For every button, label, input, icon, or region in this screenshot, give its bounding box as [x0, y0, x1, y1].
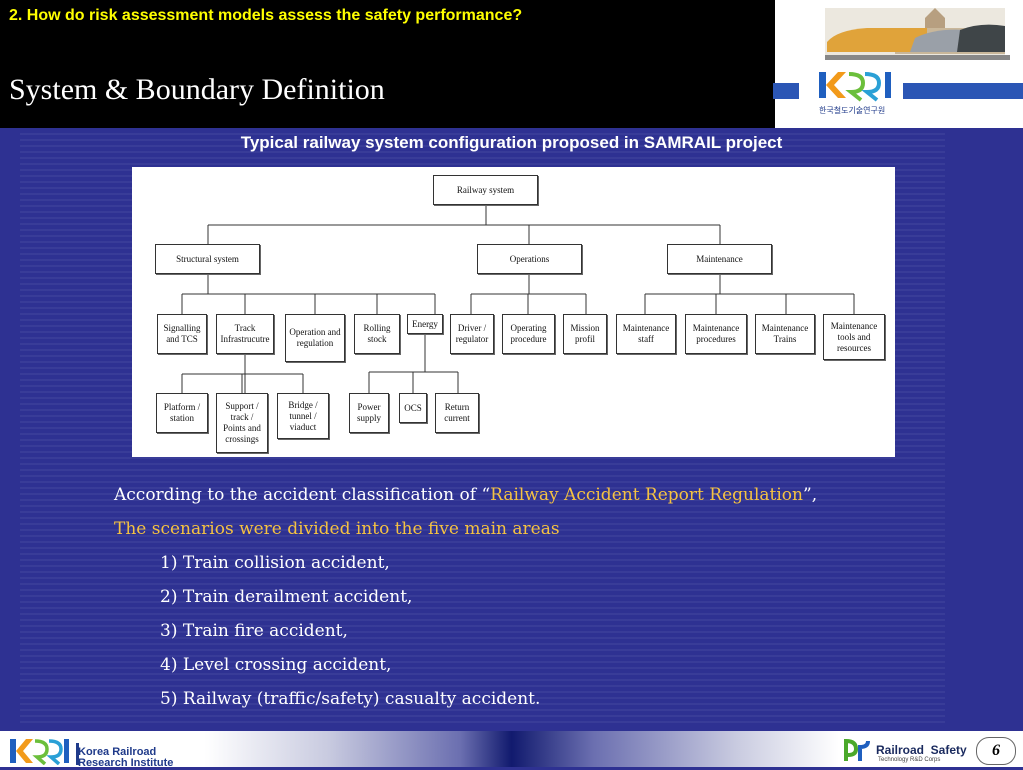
list-item: 4) Level crossing accident,: [160, 655, 392, 675]
regulation-name: Railway Accident Report Regulation: [490, 485, 803, 505]
node-platform-station: Platform / station: [156, 393, 208, 433]
node-return-current: Return current: [435, 393, 479, 433]
krri-korean-name: 한국철도기술연구원: [819, 106, 886, 115]
railroad-safety-logo-icon: [842, 737, 872, 768]
list-item: 1) Train collision accident,: [160, 553, 390, 573]
list-item: 5) Railway (traffic/safety) casualty acc…: [160, 689, 541, 709]
intro-prefix: According to the accident classification…: [114, 485, 491, 505]
node-maintenance: Maintenance: [667, 244, 772, 274]
header-bar: 2. How do risk assessment models assess …: [0, 0, 775, 128]
brand-subtitle: Technology R&D Corps: [878, 757, 941, 763]
train-illustration-icon: [825, 8, 1010, 60]
node-operation-regulation: Operation and regulation: [285, 314, 345, 362]
slide-title: System & Boundary Definition: [9, 73, 385, 106]
diagram-connectors: [181, 205, 855, 393]
railway-system-diagram: Railway system Structural system Operati…: [132, 167, 895, 457]
intro-line: According to the accident classification…: [114, 478, 817, 512]
node-signalling-tcs: Signalling and TCS: [157, 314, 207, 354]
footer-bar: Korea Railroad Research Institute Railro…: [0, 731, 1023, 767]
node-ocs: OCS: [399, 393, 427, 423]
header-accent-strip-right: [903, 83, 1023, 99]
list-item: 2) Train derailment accident,: [160, 587, 413, 607]
node-operations: Operations: [477, 244, 582, 274]
scenarios-line: The scenarios were divided into the five…: [114, 519, 560, 539]
krri-header-logo: 한국철도기술연구원: [775, 0, 1023, 128]
node-bridge-tunnel: Bridge / tunnel / viaduct: [277, 393, 329, 439]
section-question: 2. How do risk assessment models assess …: [9, 7, 523, 24]
slide-body-text: According to the accident classification…: [114, 478, 817, 716]
org-name: Korea Railroad Research Institute: [78, 747, 173, 767]
header-accent-strip: [773, 83, 799, 99]
node-driver-regulator: Driver / regulator: [450, 314, 494, 354]
node-maintenance-procedures: Maintenance procedures: [685, 314, 747, 354]
node-rolling-stock: Rolling stock: [354, 314, 400, 354]
brand-title: Railroad Safety: [876, 743, 967, 757]
node-structural-system: Structural system: [155, 244, 260, 274]
krri-logo-mark: [815, 68, 895, 107]
org-name-line1: Korea Railroad: [78, 747, 157, 758]
node-operating-procedure: Operating procedure: [502, 314, 555, 354]
node-energy: Energy: [407, 314, 443, 334]
org-name-line2: Research Institute: [78, 757, 174, 768]
node-maintenance-staff: Maintenance staff: [616, 314, 676, 354]
footer-divider: [76, 743, 79, 765]
krri-footer-logo: [8, 735, 72, 770]
intro-suffix: ”,: [803, 485, 818, 505]
diagram-caption: Typical railway system configuration pro…: [240, 133, 783, 152]
node-power-supply: Power supply: [349, 393, 389, 433]
list-item: 3) Train fire accident,: [160, 621, 348, 641]
node-mission-profil: Mission profil: [563, 314, 607, 354]
node-maintenance-trains: Maintenance Trains: [755, 314, 815, 354]
node-railway-system: Railway system: [433, 175, 538, 205]
node-track-infrastructure: Track Infrastrucutre: [216, 314, 274, 354]
node-maintenance-tools: Maintenance tools and resources: [823, 314, 885, 360]
page-number: 6: [976, 737, 1016, 765]
node-support-track: Support / track / Points and crossings: [216, 393, 268, 453]
